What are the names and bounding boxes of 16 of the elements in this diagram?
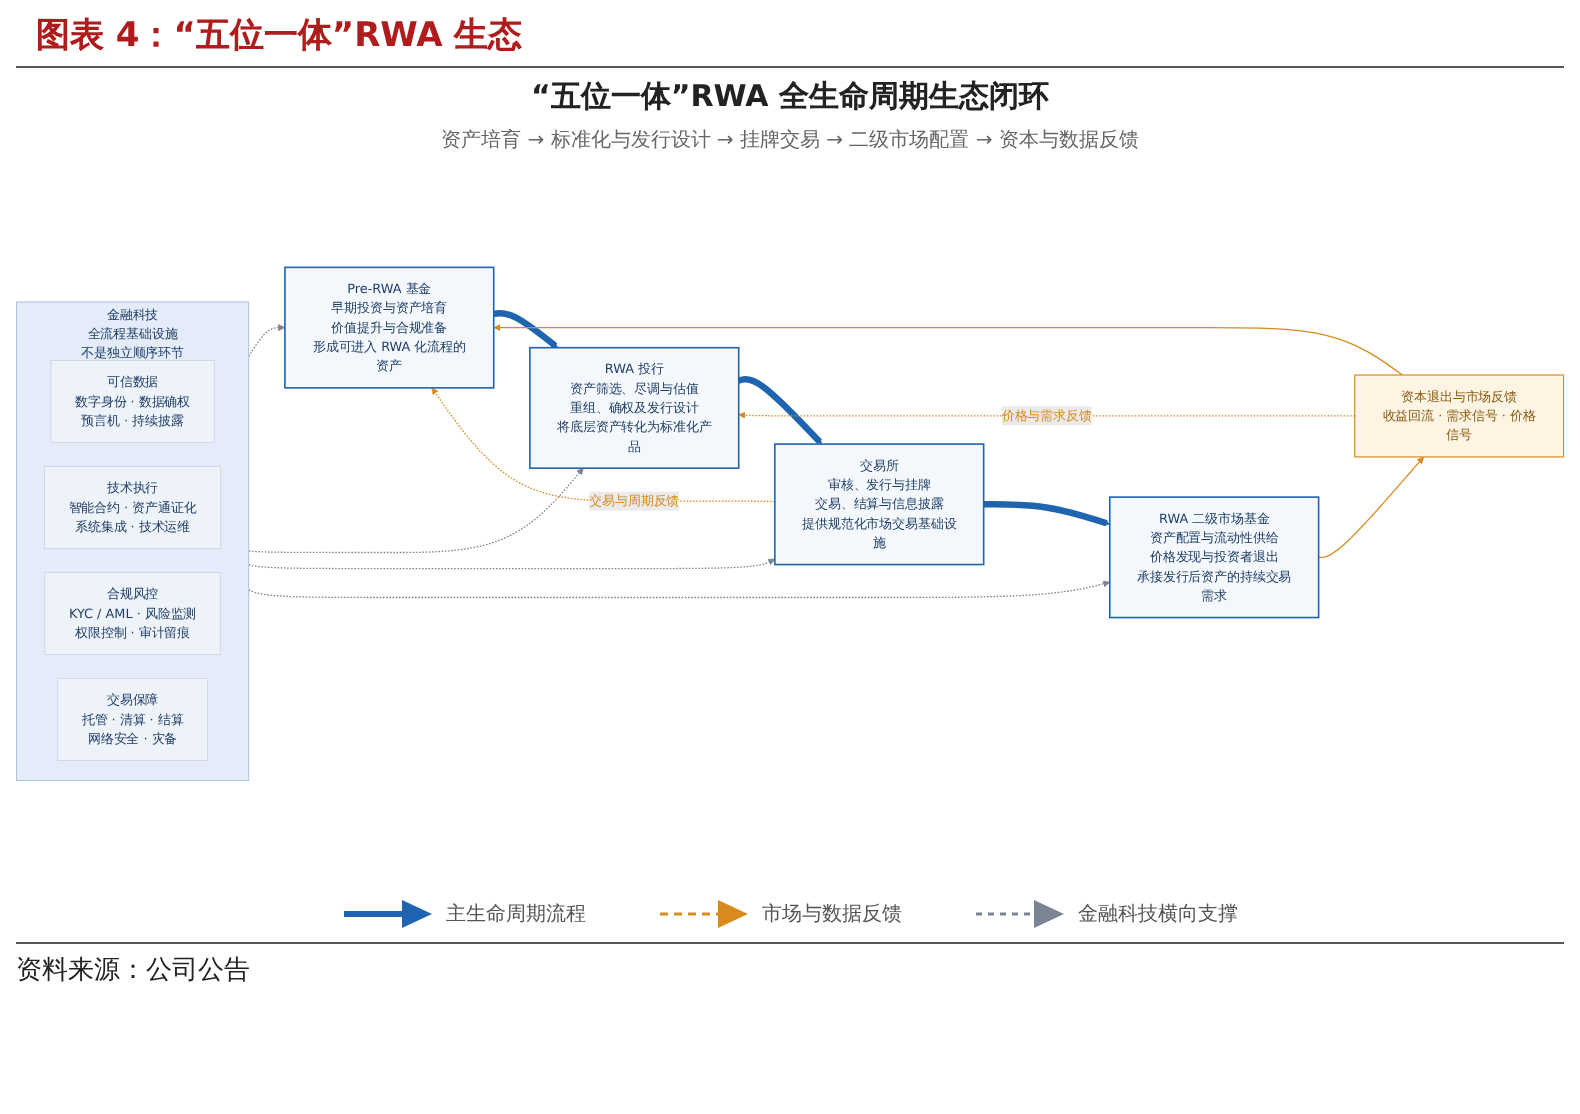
legend-text: 市场与数据反馈 [762,901,902,928]
arrow [493,324,1403,376]
arrow [493,310,559,349]
arrow [1317,456,1424,558]
source-caption: 资料来源：公司公告 [16,942,1564,988]
legend-text: 金融科技横向支撑 [1078,901,1238,928]
legend-text: 主生命周期流程 [446,901,586,928]
arrow [983,501,1111,527]
arrow [248,580,1111,599]
flow-subtitle: 资产培育 → 标准化与发行设计 → 挂牌交易 → 二级市场配置 → 资本与数据反馈 [441,127,1139,154]
figure-title: 图表 4：“五位一体”RWA 生态 [16,0,1564,68]
arrow [737,376,823,445]
arrow [248,324,286,358]
arrow [248,467,584,554]
arrow [248,558,776,570]
diagram-heading: “五位一体”RWA 全生命周期生态闭环 [531,78,1049,116]
